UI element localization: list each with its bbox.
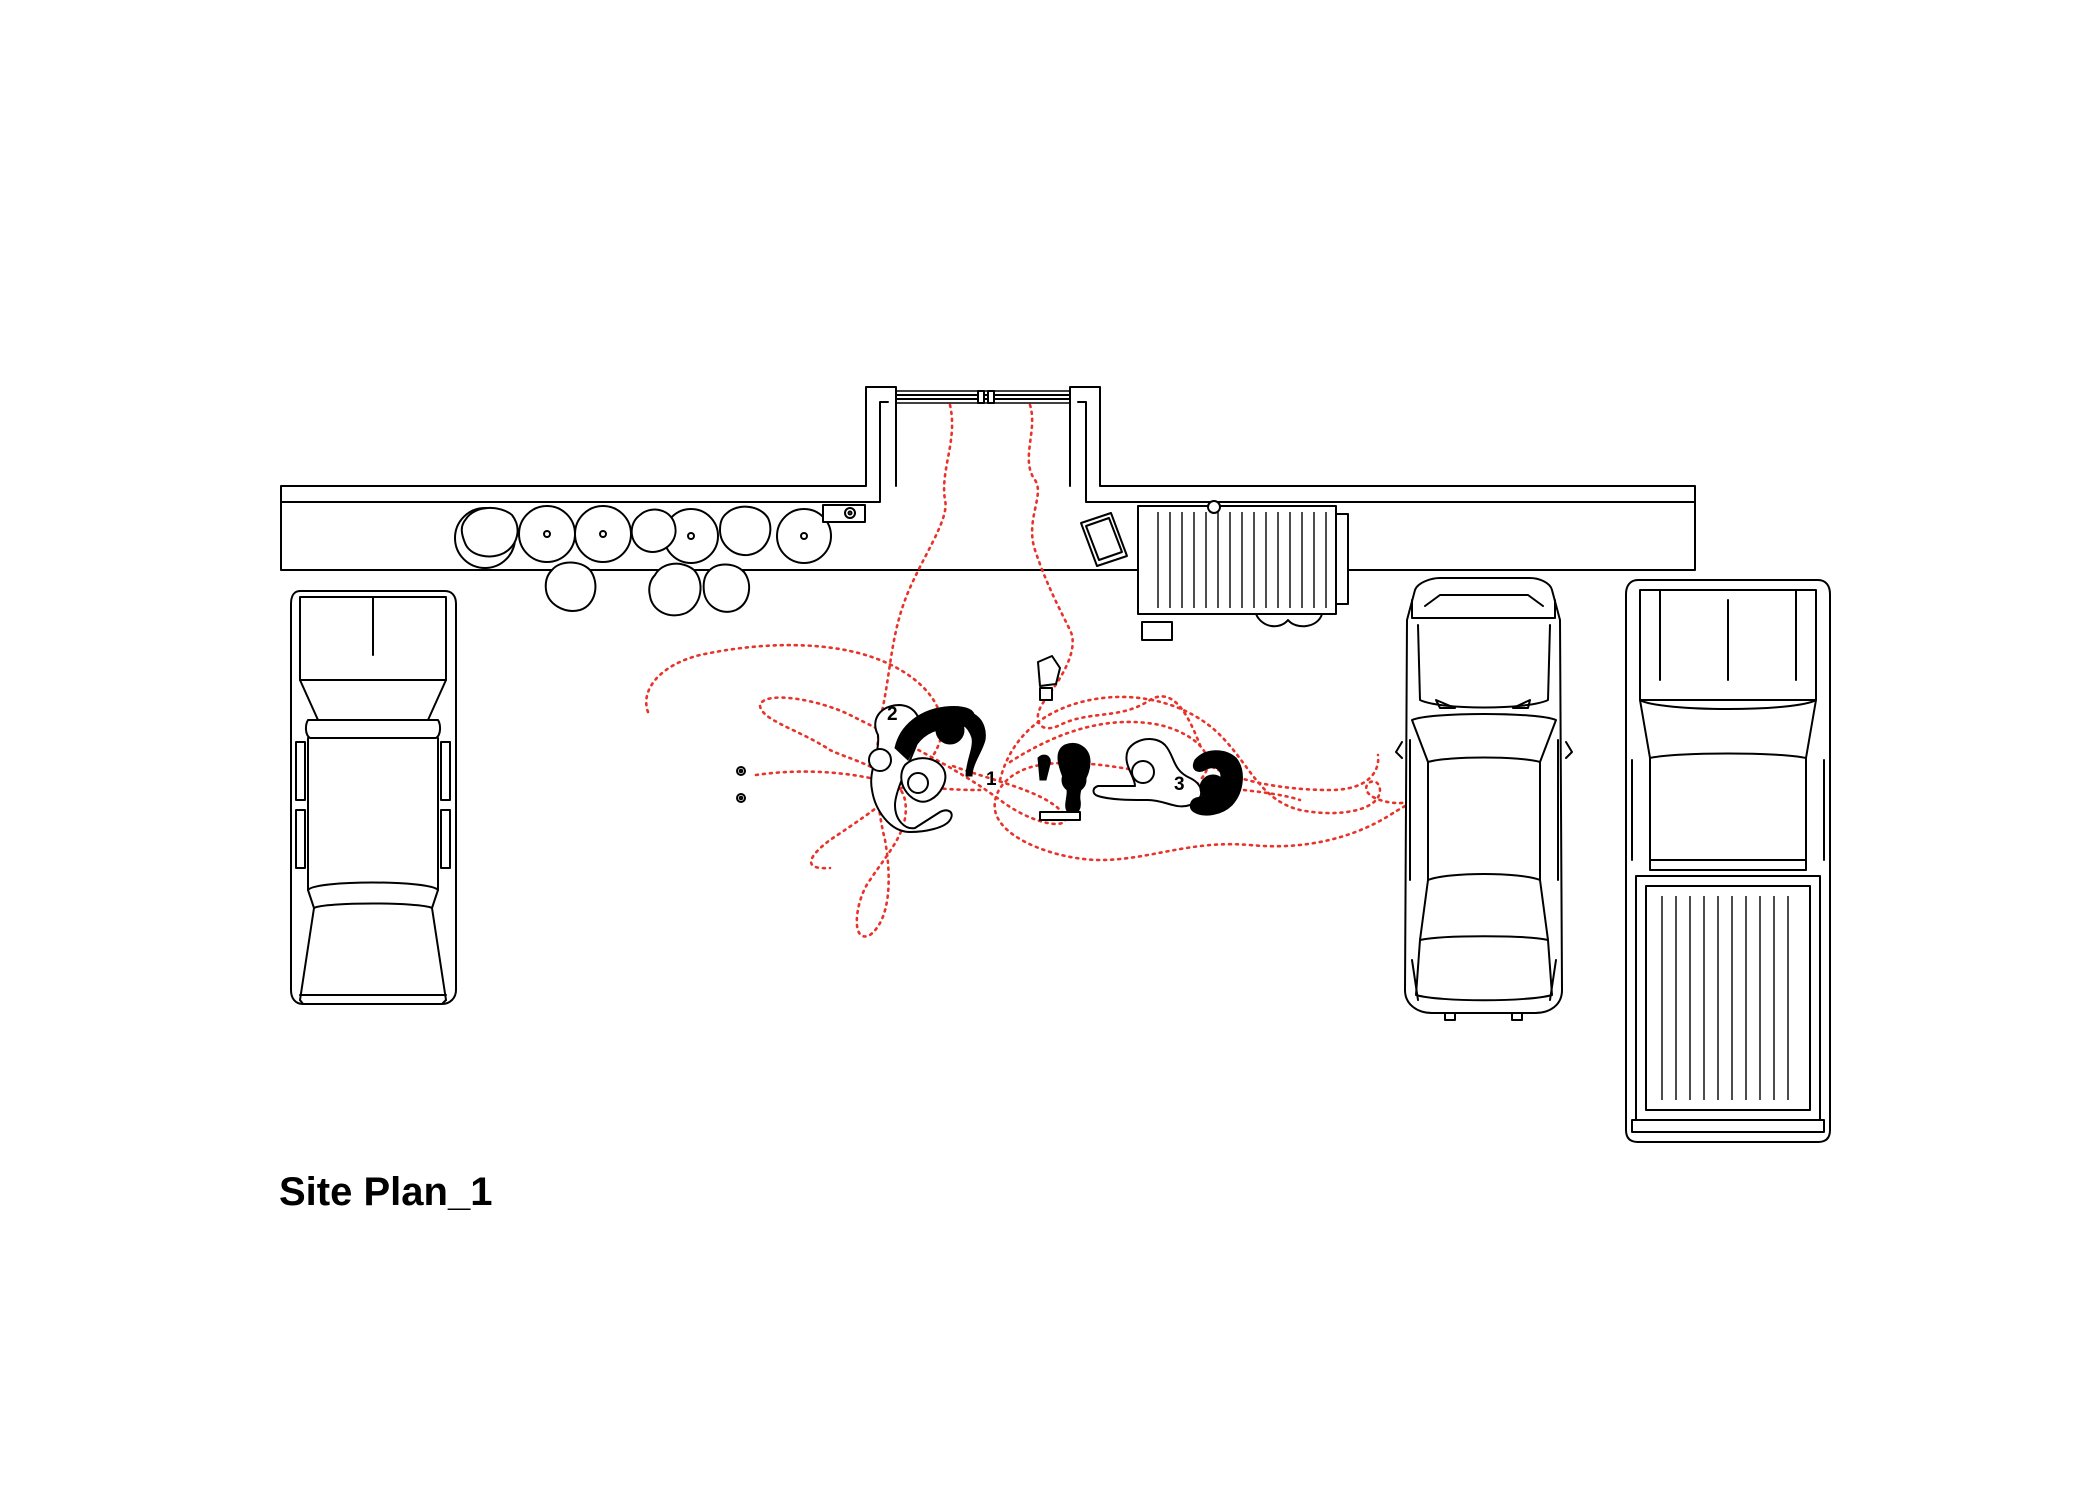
car-sedan-right xyxy=(1395,577,1573,1021)
hatched-platform xyxy=(1137,500,1349,628)
person-standing-3 xyxy=(1092,738,1203,808)
movement-paths xyxy=(645,403,1414,938)
tilted-panel xyxy=(1080,512,1128,567)
person-dark-2 xyxy=(894,706,986,777)
page-title: Site Plan_1 xyxy=(279,1170,493,1214)
ground-markers xyxy=(736,766,746,803)
rocks xyxy=(460,505,772,617)
building-wall xyxy=(280,386,1696,571)
person-dark-3 xyxy=(1189,750,1243,816)
person-dark-center xyxy=(1037,655,1091,821)
person-crouching-2 xyxy=(900,757,947,803)
car-sedan-left xyxy=(290,590,457,1005)
electrical-box xyxy=(822,504,866,523)
person-number-2: 2 xyxy=(887,704,898,725)
entrance-door xyxy=(895,390,1071,404)
car-pickup-truck xyxy=(1625,579,1831,1143)
small-crate xyxy=(1141,621,1173,641)
person-standing-2 xyxy=(868,704,953,833)
person-number-3: 3 xyxy=(1174,774,1185,795)
person-number-1: 1 xyxy=(986,769,997,790)
